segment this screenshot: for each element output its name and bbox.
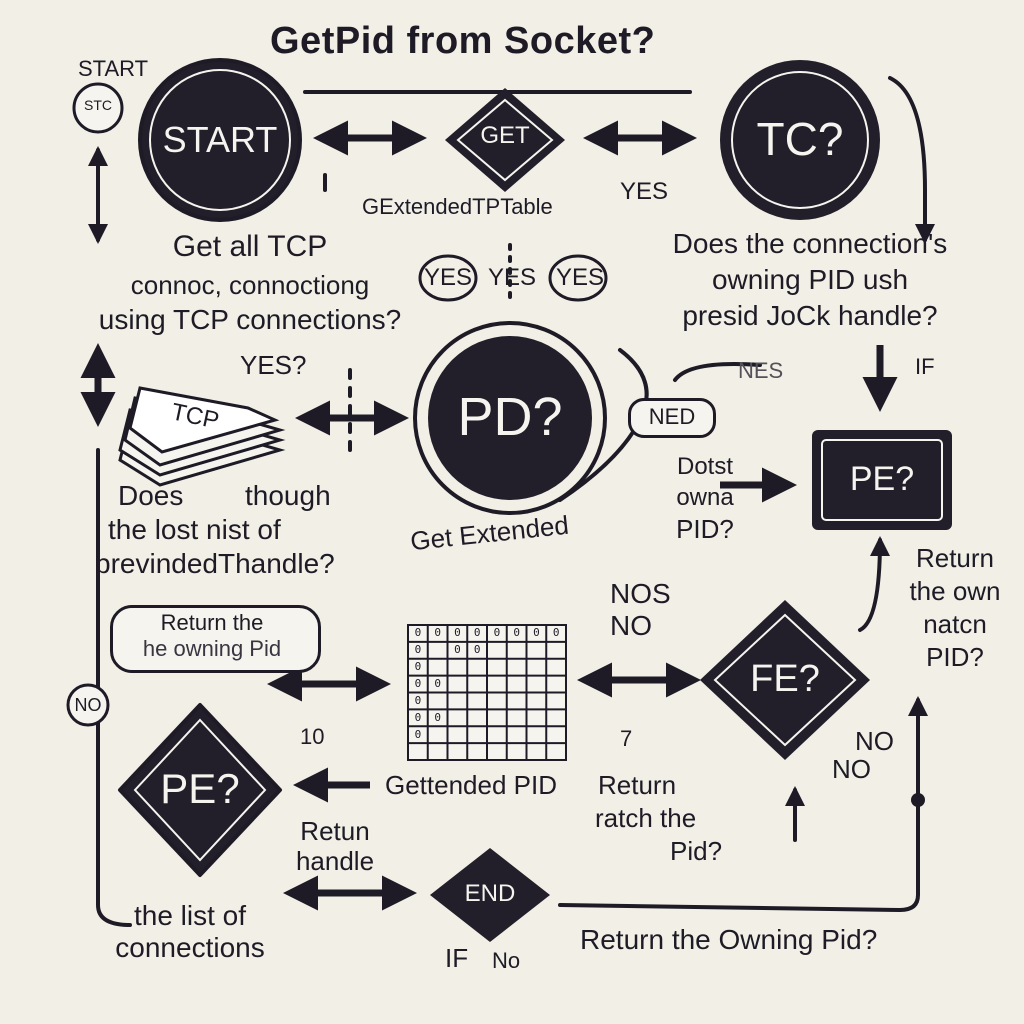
label-get-all-3: using TCP connections? <box>98 304 402 335</box>
label-does-conn-3: presid JoCk handle? <box>682 300 938 331</box>
label-return-right-3: natcn <box>923 609 987 639</box>
table-cell: 0 <box>414 626 422 640</box>
ned-pill[interactable] <box>628 398 716 438</box>
label-return-mid-1: Return <box>598 770 677 800</box>
label-yes-right: YES <box>620 178 669 205</box>
pe-rect-node[interactable]: PE? <box>849 460 915 498</box>
label-seven: 7 <box>620 726 633 751</box>
table-cell: 0 <box>473 643 481 657</box>
label-return-mid-3: Pid? <box>670 836 723 866</box>
label-does-left-2: though <box>245 480 331 511</box>
table-cell: 0 <box>552 626 560 640</box>
return-pill[interactable] <box>110 605 321 673</box>
start-small-node: STC <box>84 97 112 113</box>
label-return-right-2: the own <box>909 576 1001 606</box>
label-get-all-1: Get all TCP <box>172 230 328 263</box>
table-cell: 0 <box>533 626 540 640</box>
label-no-right-1: NO <box>855 726 894 756</box>
table-cell: 0 <box>493 626 501 640</box>
label-return-right-1: Return <box>915 543 995 573</box>
tc-node[interactable]: TC? <box>756 113 844 165</box>
table-cell: 0 <box>414 693 422 707</box>
label-dotst-2: owna <box>676 484 734 511</box>
start-small-label: START <box>78 56 149 81</box>
label-if-bottom: IF <box>445 943 469 973</box>
label-nes: NES <box>738 358 784 383</box>
label-get-all-2: connoc, connoctiong <box>130 270 370 300</box>
label-dotst-1: Dotst <box>676 453 733 480</box>
label-return-mid-2: ratch the <box>595 803 697 833</box>
label-yes-2: YES <box>488 264 537 291</box>
label-list-2: connections <box>115 932 265 963</box>
table-cell: 0 <box>414 643 422 657</box>
label-does-conn-1: Does the connection's <box>672 228 948 259</box>
table-cell: 0 <box>434 626 441 640</box>
ned-label: NED <box>648 404 696 429</box>
table-cell: 0 <box>414 727 422 741</box>
return-pill-line1: Return the <box>160 610 264 635</box>
table-cell: 0 <box>434 710 441 724</box>
label-nos: NOS <box>610 578 671 609</box>
label-ten: 10 <box>300 724 325 749</box>
pd-node[interactable]: PD? <box>457 387 563 447</box>
label-yes-1: YES <box>424 264 473 291</box>
label-does-left-4: previndedThandle? <box>95 548 335 579</box>
return-pill-line2: he owning Pid <box>142 636 282 661</box>
label-dotst-3: PID? <box>676 514 734 544</box>
label-does-conn-2: owning PID ush <box>711 264 909 295</box>
diagram-title: GetPid from Socket? <box>270 20 656 62</box>
table-cell: 0 <box>414 677 422 691</box>
label-no-mid: NO <box>610 610 652 641</box>
pe-diamond-node[interactable]: PE? <box>160 765 240 812</box>
table-cell: 0 <box>414 660 422 674</box>
label-if-top: IF <box>915 354 935 379</box>
end-node[interactable]: END <box>464 880 516 907</box>
label-yes-3: YES <box>556 264 605 291</box>
table-cell: 0 <box>414 710 422 724</box>
label-return-owning: Return the Owning Pid? <box>580 924 878 955</box>
table-cell: 0 <box>513 626 520 640</box>
label-does-left-3: the lost nist of <box>108 514 281 545</box>
table-cell: 0 <box>434 677 441 691</box>
label-gextended: GExtendedTPTable <box>362 194 553 219</box>
label-no-bottom: No <box>492 948 521 973</box>
label-no-right-2: NO <box>832 754 871 784</box>
label-yes-q: YES? <box>240 350 307 380</box>
label-retun-1: Retun <box>300 816 370 846</box>
label-retun-2: handle <box>295 846 375 876</box>
fe-node[interactable]: FE? <box>750 658 820 700</box>
table-cell: 0 <box>473 626 481 640</box>
label-does-left-1: Does <box>118 480 184 511</box>
label-list-1: the list of <box>133 900 247 931</box>
start-node[interactable]: START <box>162 119 278 160</box>
label-no-left: NO <box>74 695 102 715</box>
get-node[interactable]: GET <box>480 122 530 149</box>
table-cell: 0 <box>454 643 461 657</box>
label-gettended: Gettended PID <box>385 770 557 800</box>
table-cell: 0 <box>454 626 461 640</box>
label-return-right-4: PID? <box>926 642 984 672</box>
